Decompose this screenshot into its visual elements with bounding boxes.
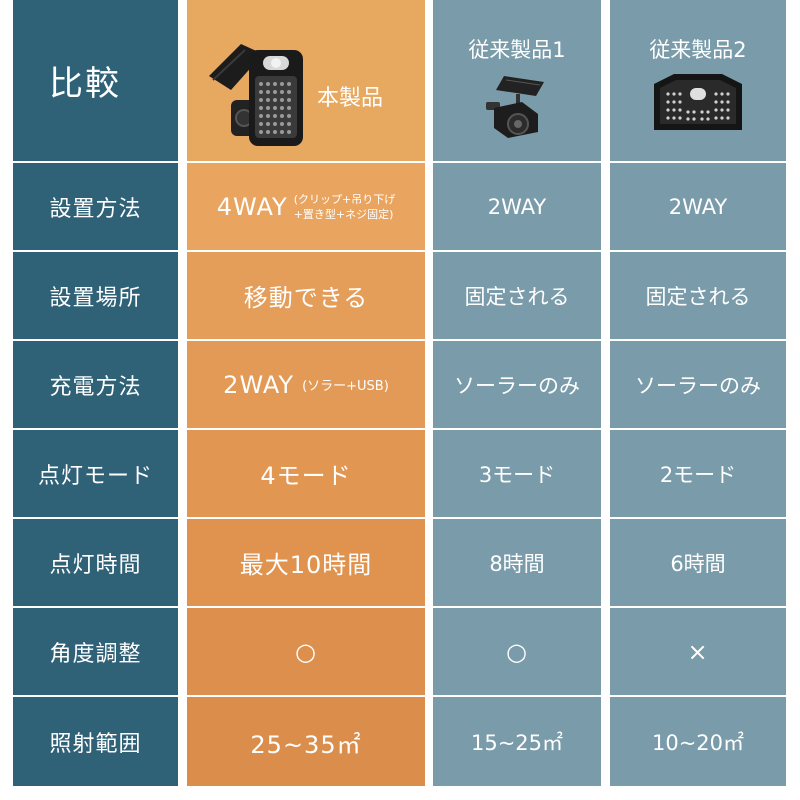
- row-label-text: 点灯時間: [49, 552, 142, 578]
- product-value: 4モード: [260, 462, 352, 490]
- row-label-angle-adjustment: 角度調整: [0, 608, 187, 697]
- product-lighting-mode: 4モード: [187, 430, 433, 519]
- comp2-lighting-mode: 2モード: [610, 430, 800, 519]
- product-value: 25~35㎡: [250, 730, 362, 759]
- row-label-install-method: 設置方法: [0, 163, 187, 252]
- comp1-charging-method: ソーラーのみ: [433, 341, 610, 430]
- comp1-illumination-range: 15~25㎡: [433, 697, 610, 789]
- comp2-lighting-time: 6時間: [610, 519, 800, 608]
- header-comp2-text: 従来製品2: [649, 38, 747, 62]
- row-label-text: 照射範囲: [49, 732, 142, 757]
- header-product-text: 本製品: [317, 86, 384, 111]
- product-value: 最大10時間: [239, 551, 373, 579]
- product-illumination-range: 25~35㎡: [187, 697, 433, 789]
- comp2-install-method: 2WAY: [610, 163, 800, 252]
- comp2-charging-method: ソーラーのみ: [610, 341, 800, 430]
- product-angle-adjustment: ○: [187, 608, 433, 697]
- product-install-method: 4WAY (クリップ+吊り下げ +置き型+ネジ固定): [187, 163, 433, 252]
- product-value: 移動できる: [243, 284, 369, 312]
- row-label-install-location: 設置場所: [0, 252, 187, 341]
- solar-wall-light-image: [654, 74, 742, 130]
- comp1-lighting-time: 8時間: [433, 519, 610, 608]
- comp2-angle-adjustment: ×: [610, 608, 800, 697]
- header-label: 比較: [0, 0, 187, 163]
- product-note: (ソラー+USB): [302, 379, 389, 394]
- row-label-text: 角度調整: [49, 641, 142, 667]
- row-label-lighting-mode: 点灯モード: [0, 430, 187, 519]
- solar-clip-light-image: [209, 44, 303, 146]
- circle-mark-icon: ○: [506, 637, 528, 666]
- row-label-charging-method: 充電方法: [0, 341, 187, 430]
- product-note: (クリップ+吊り下げ +置き型+ネジ固定): [294, 192, 396, 222]
- header-comp2: 従来製品2: [610, 0, 800, 163]
- product-note-line2: +置き型+ネジ固定): [293, 207, 394, 221]
- product-lighting-time: 最大10時間: [187, 519, 433, 608]
- row-label-text: 充電方法: [49, 374, 142, 400]
- circle-mark-icon: ○: [295, 637, 317, 666]
- comp2-value: 10~20㎡: [651, 731, 745, 755]
- comp2-value: ソーラーのみ: [635, 373, 761, 398]
- product-note-line1: (クリップ+吊り下げ: [293, 192, 396, 206]
- comp1-value: 8時間: [489, 551, 545, 576]
- cross-mark-icon: ×: [687, 637, 709, 666]
- comp1-value: ソーラーのみ: [454, 373, 580, 398]
- comp2-value: 固定される: [645, 284, 751, 309]
- row-label-text: 点灯モード: [37, 463, 153, 489]
- product-value: 4WAY: [216, 192, 288, 221]
- row-label-lighting-time: 点灯時間: [0, 519, 187, 608]
- header-comp1-text: 従来製品1: [468, 38, 566, 62]
- comp1-value: 15~25㎡: [470, 731, 564, 755]
- header-comp1: 従来製品1: [433, 0, 610, 163]
- comp1-angle-adjustment: ○: [433, 608, 610, 697]
- comp2-install-location: 固定される: [610, 252, 800, 341]
- comp1-lighting-mode: 3モード: [433, 430, 610, 519]
- comp2-value: 6時間: [670, 551, 726, 576]
- row-label-text: 設置方法: [49, 196, 142, 222]
- comp1-value: 3モード: [478, 462, 556, 487]
- header-product: 本製品: [187, 0, 433, 163]
- row-label-illumination-range: 照射範囲: [0, 697, 187, 789]
- comp2-illumination-range: 10~20㎡: [610, 697, 800, 789]
- comp1-value: 2WAY: [487, 194, 547, 219]
- comp2-value: 2WAY: [668, 194, 728, 219]
- row-label-text: 設置場所: [49, 285, 142, 311]
- bottom-margin: [0, 786, 800, 800]
- header-label-text: 比較: [49, 64, 121, 104]
- product-value: 2WAY: [223, 370, 295, 399]
- comp2-value: 2モード: [659, 462, 737, 487]
- solar-spotlight-image: [486, 76, 544, 138]
- product-charging-method: 2WAY (ソラー+USB): [187, 341, 433, 430]
- comp1-install-method: 2WAY: [433, 163, 610, 252]
- comp1-value: 固定される: [464, 284, 570, 309]
- product-install-location: 移動できる: [187, 252, 433, 341]
- comp1-install-location: 固定される: [433, 252, 610, 341]
